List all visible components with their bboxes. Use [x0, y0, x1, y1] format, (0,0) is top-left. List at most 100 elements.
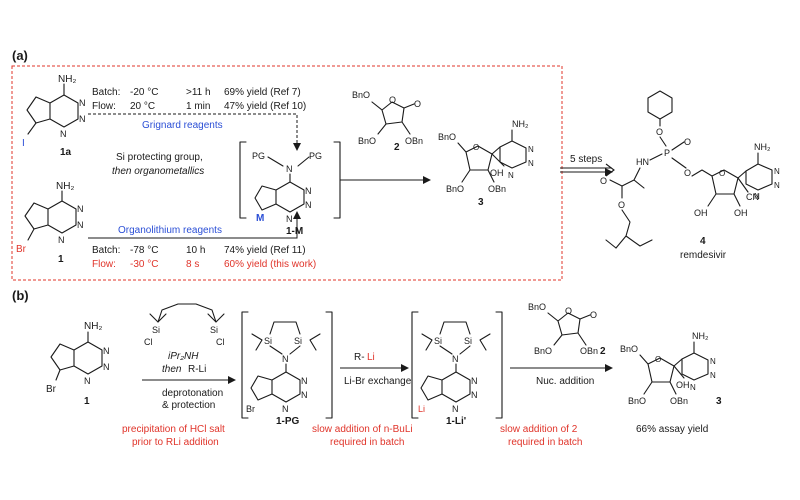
svg-text:Si: Si	[264, 336, 272, 346]
svg-text:BnO: BnO	[446, 184, 464, 194]
svg-text:Flow:: Flow:	[92, 101, 116, 112]
svg-text:OH: OH	[734, 208, 748, 218]
svg-text:47% yield (Ref 10): 47% yield (Ref 10)	[224, 101, 306, 112]
remdesivir-structure: O P O HN O O O O CN OH OH NH₂ N N N	[600, 90, 780, 249]
svg-text:O: O	[389, 95, 396, 105]
svg-text:M: M	[256, 213, 264, 224]
grignard-arrow	[88, 113, 301, 151]
svg-text:CN: CN	[746, 192, 759, 202]
svg-text:Cl: Cl	[144, 337, 153, 347]
note-1-line-2: prior to RLi addition	[132, 437, 219, 448]
svg-text:N: N	[471, 376, 478, 386]
panel-b-label: (b)	[12, 288, 29, 303]
svg-text:PG: PG	[309, 151, 322, 161]
svg-text:O: O	[719, 169, 725, 178]
intermediate-1-PG-label: 1-PG	[276, 416, 300, 427]
compound-3-structure-b: BnO O NH₂ N N N OH BnO OBn	[620, 331, 716, 406]
svg-text:N: N	[301, 390, 308, 400]
note-3-line-1: slow addition of 2	[500, 424, 578, 435]
svg-text:NH₂: NH₂	[754, 142, 771, 152]
note-2-line-1: slow addition of n-BuLi	[312, 424, 413, 435]
svg-text:BnO: BnO	[534, 346, 552, 356]
svg-text:N: N	[774, 181, 780, 190]
compound-1a-label: 1a	[60, 147, 72, 158]
step3-label: Nuc. addition	[536, 376, 594, 387]
svg-text:NH₂: NH₂	[58, 74, 76, 85]
note-3-line-2: required in batch	[508, 437, 583, 448]
note-2-line-2: required in batch	[330, 437, 405, 448]
svg-text:>11 h: >11 h	[186, 87, 211, 98]
svg-text:N: N	[452, 404, 459, 414]
svg-text:N: N	[282, 404, 289, 414]
compound-1-structure: NH₂ N N N Br	[16, 181, 84, 255]
svg-text:I: I	[22, 138, 25, 149]
svg-text:HN: HN	[636, 157, 649, 167]
svg-text:N: N	[528, 145, 534, 154]
svg-text:69% yield (Ref 7): 69% yield (Ref 7)	[224, 87, 301, 98]
intermediate-1-M-label: 1-M	[286, 226, 303, 237]
svg-text:N: N	[58, 235, 65, 245]
svg-text:10 h: 10 h	[186, 245, 205, 256]
svg-text:OBn: OBn	[670, 396, 688, 406]
grignard-reagent-label: Grignard reagents	[142, 120, 223, 131]
svg-text:Li: Li	[418, 404, 425, 414]
grignard-conditions: Batch: -20 °C >11 h 69% yield (Ref 7) Fl…	[92, 87, 306, 112]
svg-text:OH: OH	[694, 208, 708, 218]
svg-text:N: N	[60, 129, 67, 139]
svg-text:Br: Br	[246, 404, 255, 414]
svg-text:BnO: BnO	[438, 132, 456, 142]
svg-text:N: N	[754, 192, 760, 201]
svg-text:N: N	[508, 171, 514, 180]
svg-text:NH₂: NH₂	[84, 321, 102, 332]
reagent-rli: R-Li	[188, 364, 206, 375]
lactone-2-structure-b: BnO O O BnO OBn 2	[528, 302, 606, 357]
si-protection-text-2: then organometallics	[112, 166, 204, 177]
svg-text:Si: Si	[152, 325, 160, 335]
svg-text:Si: Si	[464, 336, 472, 346]
svg-text:N: N	[286, 214, 293, 224]
svg-text:N: N	[77, 220, 84, 230]
svg-text:Batch:: Batch:	[92, 87, 120, 98]
svg-text:N: N	[103, 362, 110, 372]
svg-text:OBn: OBn	[580, 346, 598, 356]
note-1-line-1: precipitation of HCl salt	[122, 424, 225, 435]
svg-text:-30 °C: -30 °C	[130, 259, 158, 270]
compound-3-label-a: 3	[478, 197, 484, 208]
svg-text:BnO: BnO	[528, 302, 546, 312]
svg-text:-78 °C: -78 °C	[130, 245, 158, 256]
compound-4-label: 4	[700, 236, 706, 247]
svg-text:2: 2	[600, 346, 606, 357]
five-steps-label: 5 steps	[570, 154, 602, 165]
organolithium-conditions: Batch: -78 °C 10 h 74% yield (Ref 11) Fl…	[92, 245, 316, 270]
svg-text:NH₂: NH₂	[56, 181, 74, 192]
svg-text:N: N	[710, 371, 716, 380]
svg-text:Flow:: Flow:	[92, 259, 116, 270]
step2-reagent-r: R-	[354, 352, 365, 363]
svg-text:NH₂: NH₂	[512, 119, 529, 129]
five-steps-arrow-head	[605, 163, 615, 177]
svg-text:N: N	[301, 376, 308, 386]
step2-reagent-li: Li	[367, 352, 375, 363]
svg-text:NH₂: NH₂	[692, 331, 709, 341]
assay-yield: 66% assay yield	[636, 424, 708, 435]
compound-3-structure-a: BnO O NH₂ N N N OH BnO OBn	[438, 119, 534, 194]
reagent-base: iPr₂NH	[168, 351, 199, 362]
svg-text:Cl: Cl	[216, 337, 225, 347]
intermediate-1-Li-label: 1-Li'	[446, 416, 466, 427]
svg-text:O: O	[565, 306, 572, 316]
svg-text:O: O	[684, 168, 691, 178]
svg-text:OBn: OBn	[488, 184, 506, 194]
svg-text:N: N	[286, 164, 293, 174]
svg-text:O: O	[656, 127, 663, 137]
svg-text:N: N	[471, 390, 478, 400]
svg-text:N: N	[79, 114, 86, 124]
svg-text:BnO: BnO	[352, 90, 370, 100]
compound-3-label-b: 3	[716, 396, 722, 407]
svg-text:O: O	[684, 137, 691, 147]
intermediate-1-Li-structure: Si Si N N N N Li	[411, 311, 503, 419]
svg-text:Br: Br	[46, 384, 57, 395]
svg-text:Si: Si	[434, 336, 442, 346]
five-steps-arrow	[560, 168, 612, 172]
lactone-2-structure: BnO O O BnO OBn 2	[352, 90, 423, 153]
silyl-chloride-reagent: Si Si Cl Cl	[144, 303, 225, 347]
